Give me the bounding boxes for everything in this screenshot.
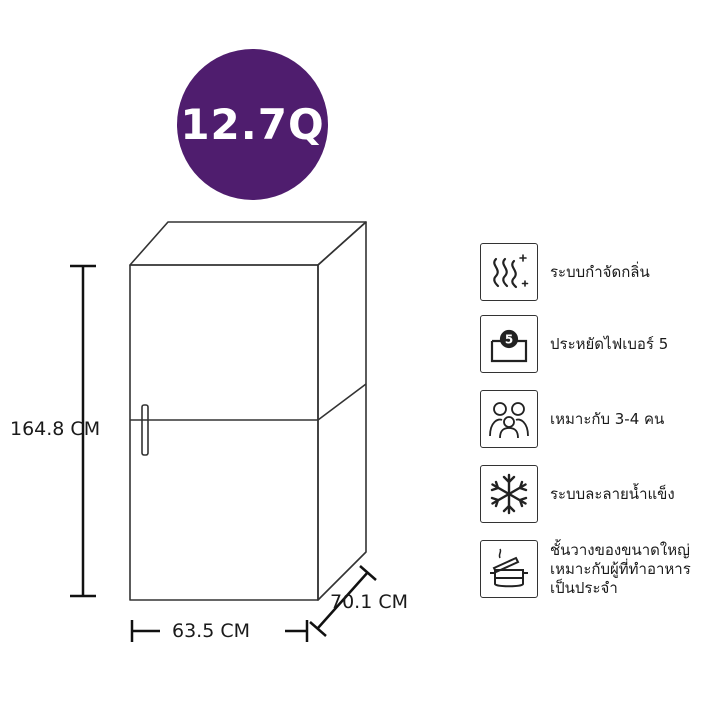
feature-auto-defrost: ระบบละลายน้ำแข็ง — [480, 465, 715, 523]
svg-text:5: 5 — [505, 333, 513, 347]
odor-removal-icon — [480, 243, 538, 301]
capacity-text: 12.7Q — [180, 100, 325, 149]
depth-label: 70.1 CM — [330, 591, 409, 613]
width-dimension-line — [130, 620, 309, 642]
fridge-outline — [129, 221, 367, 601]
fridge-top — [129, 221, 367, 266]
fridge-front — [129, 264, 319, 601]
feature-label: ระบบละลายน้ำแข็ง — [550, 484, 675, 503]
feature-label: เหมาะกับ 3-4 คน — [550, 409, 665, 428]
energy-label-5-icon: 5 — [480, 315, 538, 373]
snowflake-icon — [480, 465, 538, 523]
feature-odor-removal: ระบบกำจัดกลิ่น — [480, 243, 715, 301]
height-dimension-line — [70, 264, 96, 598]
feature-energy-saving: 5 ประหยัดไฟเบอร์ 5 — [480, 315, 715, 373]
feature-label: ระบบกำจัดกลิ่น — [550, 262, 650, 281]
family-icon — [480, 390, 538, 448]
feature-large-shelf: ชั้นวางของขนาดใหญ่ เหมาะกับผู้ที่ทำอาหาร… — [480, 540, 715, 598]
fridge-door-divider-side — [317, 383, 367, 421]
height-label: 164.8 CM — [10, 418, 101, 440]
width-label: 63.5 CM — [172, 620, 251, 642]
feature-label: ชั้นวางของขนาดใหญ่ เหมาะกับผู้ที่ทำอาหาร… — [550, 540, 691, 597]
depth-dimension-line — [309, 565, 377, 637]
capacity-badge: 12.7Q — [177, 49, 328, 200]
feature-label: ประหยัดไฟเบอร์ 5 — [550, 334, 669, 353]
fridge-handle — [141, 404, 149, 456]
feature-family-size: เหมาะกับ 3-4 คน — [480, 390, 715, 448]
fridge-side — [317, 221, 367, 601]
cooking-pot-icon — [480, 540, 538, 598]
